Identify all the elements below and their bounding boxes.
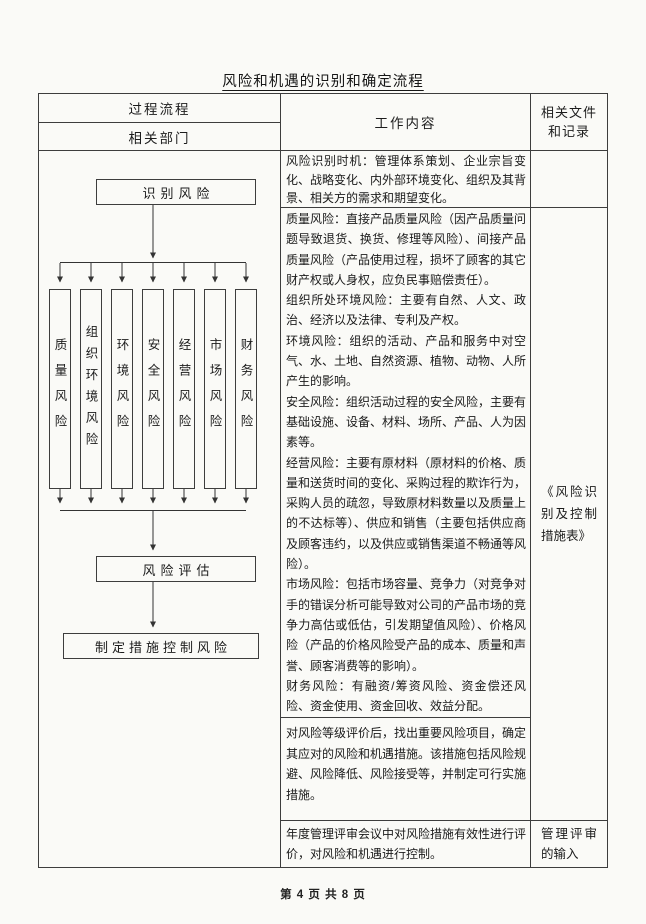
- work-paragraph: 年度管理评审会议中对风险措施有效性进行评价，对风险和机遇进行控制。: [286, 827, 527, 861]
- work-row-evaluation: 对风险等级评价后，找出重要风险项目，确定其应对的风险和机遇措施。该措施包括风险规…: [281, 718, 531, 821]
- work-paragraph: 财务风险：有融资/筹资风险、资金偿还风险、资金使用、资金回收、效益分配。: [286, 678, 526, 714]
- risk-box-org-env: 组织环境风险: [80, 289, 102, 489]
- work-paragraph: 市场风险：包括市场容量、竞争力（对竞争对手的错误分析可能导致对公司的产品市场的竞…: [286, 577, 527, 673]
- work-paragraph: 组织所处环境风险：主要有自然、人文、政治、经济以及法律、专利及产权。: [286, 293, 526, 328]
- header-work-content: 工作内容: [281, 94, 531, 151]
- page-footer: 第 4 页 共 8 页: [280, 889, 366, 901]
- risk-box-finance: 财务风险: [235, 289, 257, 489]
- work-paragraph: 对风险等级评价后，找出重要风险项目，确定其应对的风险和机遇措施。该措施包括风险规…: [286, 726, 527, 802]
- work-paragraph: 风险识别时机：管理体系策划、企业宗旨变化、战略变化、内外部环境变化、组织及其背景…: [286, 154, 527, 206]
- risk-box-market: 市场风险: [204, 289, 226, 489]
- flow-arrows: [57, 205, 249, 628]
- work-row-risk-definitions: 质量风险：直接产品质量风险（因产品质量问题导致退货、换货、修理等风险）、间接产品…: [281, 208, 531, 718]
- header-related-docs: 相关文件和记录: [531, 94, 607, 151]
- work-paragraph: 安全风险：组织活动过程的安全风险，主要有基础设施、设备、材料、场所、产品、人为因…: [286, 394, 527, 450]
- doc-cell-empty: [531, 151, 607, 208]
- doc-ref-measure-table: 《风险识别及控制措施表》: [531, 208, 607, 821]
- risk-box-environment: 环境风险: [111, 289, 133, 489]
- flow-start-box: 识别风险: [96, 179, 256, 205]
- work-row-identify-timing: 风险识别时机：管理体系策划、企业宗旨变化、战略变化、内外部环境变化、组织及其背景…: [281, 151, 531, 208]
- flow-control-box: 制定措施控制风险: [63, 633, 259, 659]
- header-process-flow: 过程流程: [39, 94, 281, 123]
- header-related-dept: 相关部门: [39, 123, 281, 151]
- flow-assess-box: 风险评估: [96, 556, 256, 582]
- work-paragraph: 质量风险：直接产品质量风险（因产品质量问题导致退货、换货、修理等风险）、间接产品…: [286, 212, 527, 287]
- work-paragraph: 环境风险：组织的活动、产品和服务中对空气、水、土地、自然资源、植物、动物、人所产…: [286, 333, 527, 389]
- risk-box-quality: 质量风险: [49, 289, 71, 489]
- page-title: 风险和机遇的识别和确定流程: [222, 74, 424, 90]
- work-row-management-review: 年度管理评审会议中对风险措施有效性进行评价，对风险和机遇进行控制。: [281, 821, 531, 867]
- work-paragraph: 经营风险：主要有原材料（原材料的价格、质量和送货时间的变化、采购过程的欺诈行为，…: [286, 455, 527, 572]
- process-table: 过程流程 相关部门 工作内容 相关文件和记录: [38, 93, 608, 868]
- flowchart: 识别风险 质量风险 组织环境风险 环境风险 安全风险 经营风险 市场风险 财务风…: [39, 151, 281, 867]
- risk-box-operation: 经营风险: [173, 289, 195, 489]
- risk-box-safety: 安全风险: [142, 289, 164, 489]
- doc-ref-review-input: 管理评审的输入: [541, 827, 597, 861]
